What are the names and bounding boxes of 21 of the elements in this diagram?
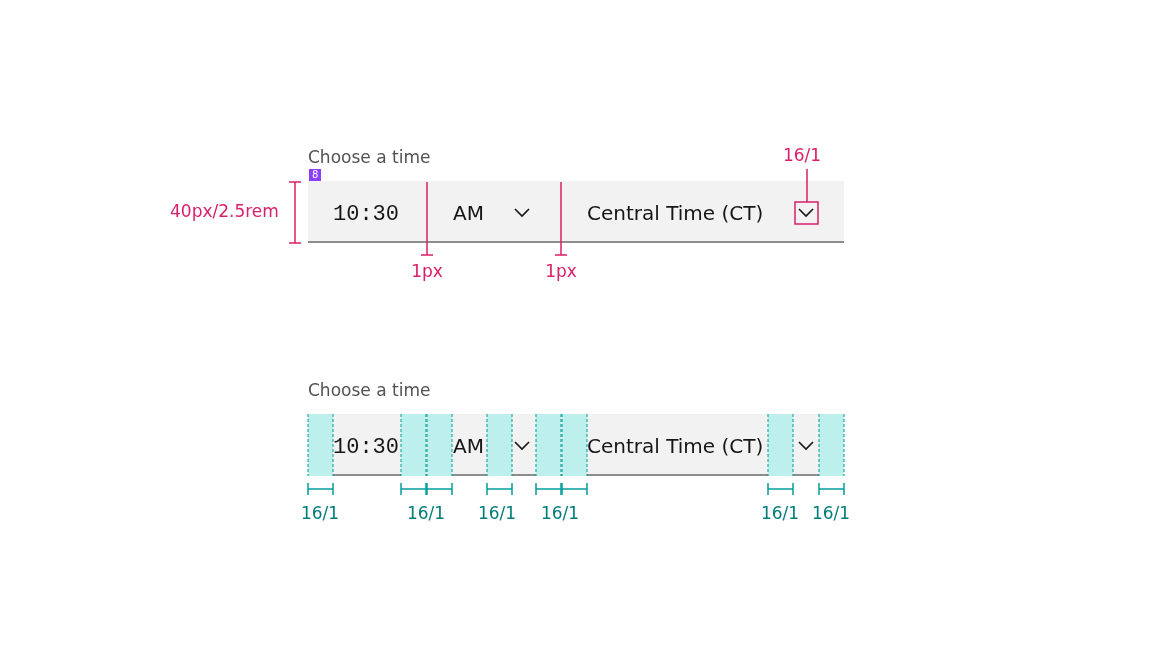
field-label: Choose a time <box>308 149 431 166</box>
period-value: AM <box>453 203 484 223</box>
period-value: AM <box>453 436 484 456</box>
time-value: 10:30 <box>333 437 399 459</box>
spacing-annotation: 16/1 <box>477 505 517 522</box>
leader-line <box>806 168 808 203</box>
spacing-annotation: 16/1 <box>540 505 580 522</box>
spacing-annotation: 16/1 <box>300 505 340 522</box>
field-label: Choose a time <box>308 382 431 399</box>
timezone-value: Central Time (CT) <box>587 203 764 223</box>
spacing-annotation: 16/1 <box>760 505 800 522</box>
border-annotation: 1px <box>411 263 443 280</box>
highlight-outline <box>794 201 819 225</box>
time-value: 10:30 <box>333 204 399 226</box>
spacing-token: 8 <box>309 169 322 181</box>
border-annotation: 1px <box>545 263 577 280</box>
height-annotation: 40px/2.5rem <box>170 203 279 220</box>
spacing-annotation: 16/1 <box>811 505 851 522</box>
timezone-value: Central Time (CT) <box>587 436 764 456</box>
spacing-annotation: 16/1 <box>406 505 446 522</box>
spacing-annotation: 16/1 <box>782 147 822 164</box>
